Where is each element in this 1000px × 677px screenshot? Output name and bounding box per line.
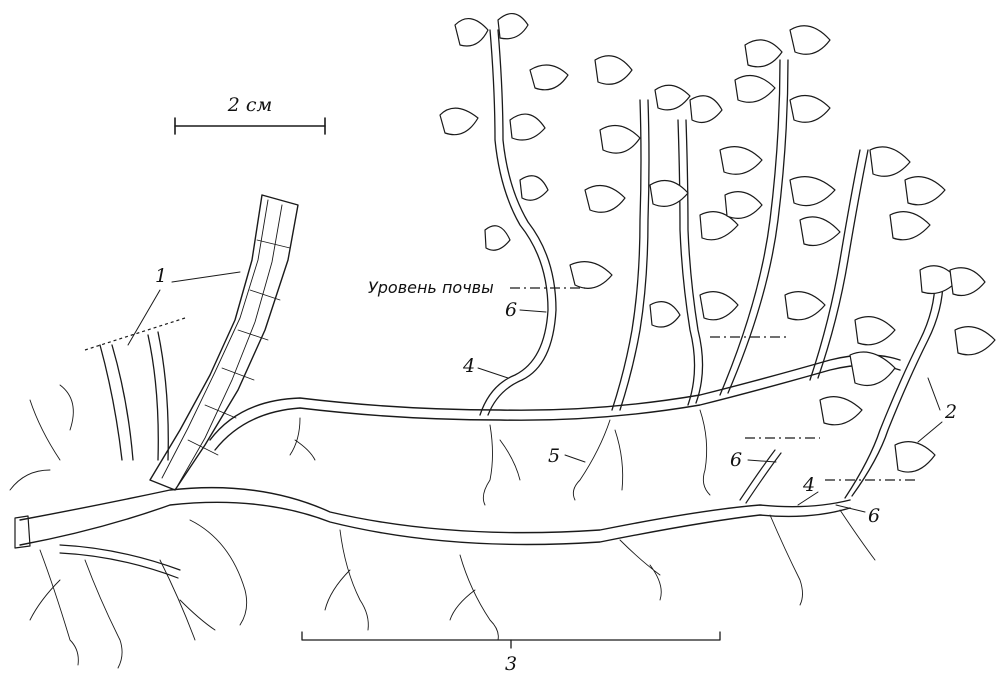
figure-labels: 1 2 3 4 4 5 6 6 6 (155, 265, 957, 675)
label-2: 2 (944, 401, 957, 423)
scale-bar: 2 см (174, 94, 326, 135)
leader-lines (127, 271, 943, 649)
label-6a: 6 (505, 299, 517, 321)
label-4b: 4 (802, 474, 815, 496)
label-4a: 4 (462, 355, 475, 377)
roots (9, 384, 876, 669)
scale-bar-label: 2 см (227, 94, 273, 116)
label-1: 1 (155, 265, 167, 287)
rhizomes (14, 354, 901, 579)
label-6c: 6 (868, 505, 880, 527)
label-3: 3 (505, 653, 517, 675)
young-shoots (479, 29, 944, 504)
label-6b: 6 (730, 449, 742, 471)
soil-level-label: Уровень почвы (368, 278, 494, 297)
label-5: 5 (548, 445, 560, 467)
soil-level-markers: Уровень почвы (368, 278, 915, 481)
leaves (439, 13, 996, 473)
old-stems (84, 194, 299, 491)
